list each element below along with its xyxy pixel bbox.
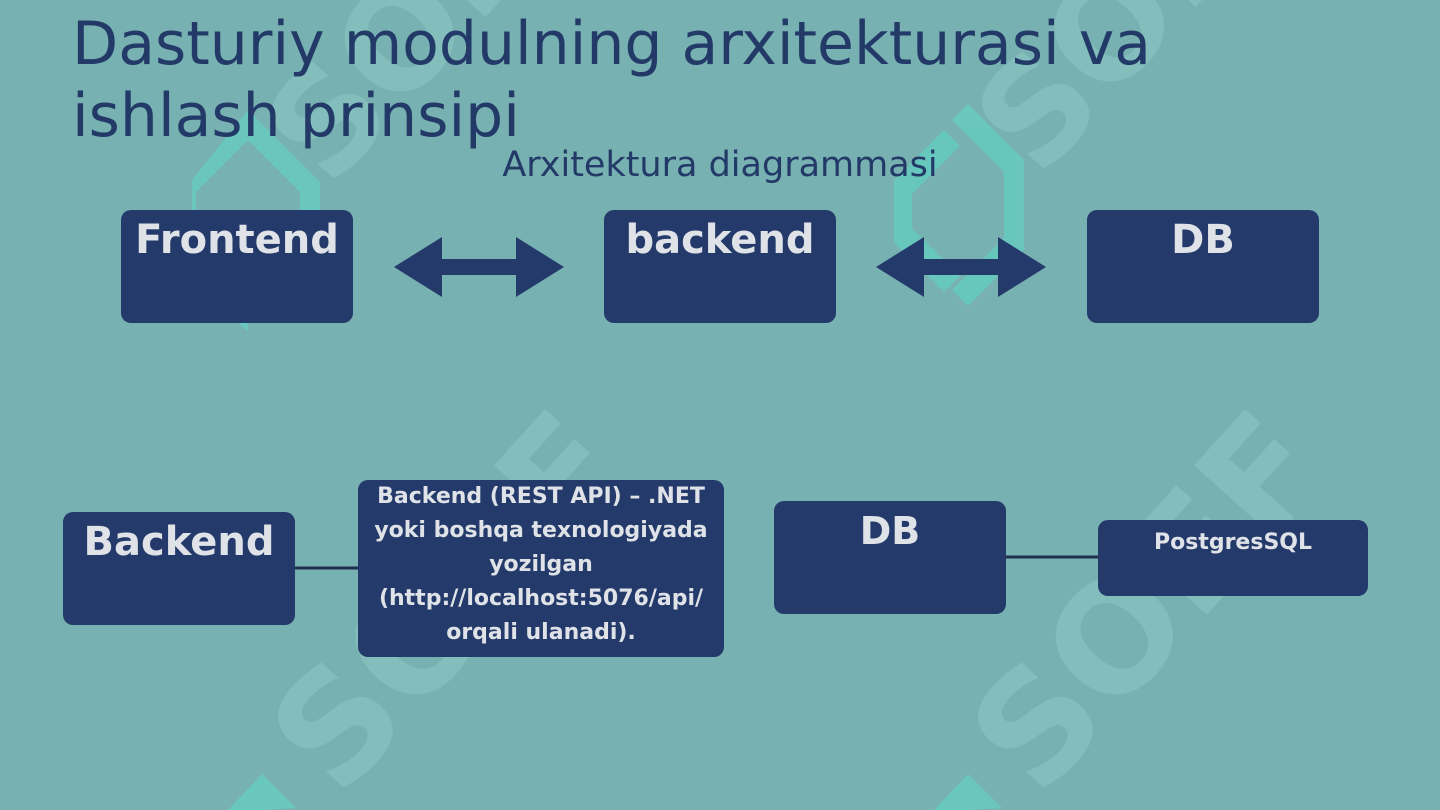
diagram-subtitle: Arxitektura diagrammasi	[502, 145, 938, 185]
page-title: Dasturiy modulning arxitekturasi va ishl…	[72, 9, 1151, 151]
db-box: DB	[1087, 210, 1319, 323]
postgres-box: PostgresSQL	[1098, 520, 1368, 596]
watermark-logo-mark	[228, 774, 296, 810]
backend-description-box: Backend (REST API) – .NET yoki boshqa te…	[358, 480, 724, 657]
backend-box: backend	[604, 210, 836, 323]
backend-detail-box: Backend	[63, 512, 295, 625]
double-arrow-frontend-backend	[394, 237, 564, 297]
frontend-box: Frontend	[121, 210, 353, 323]
double-arrow-backend-db	[876, 237, 1046, 297]
db-detail-box: DB	[774, 501, 1006, 614]
watermark-logo-mark	[934, 774, 1002, 810]
